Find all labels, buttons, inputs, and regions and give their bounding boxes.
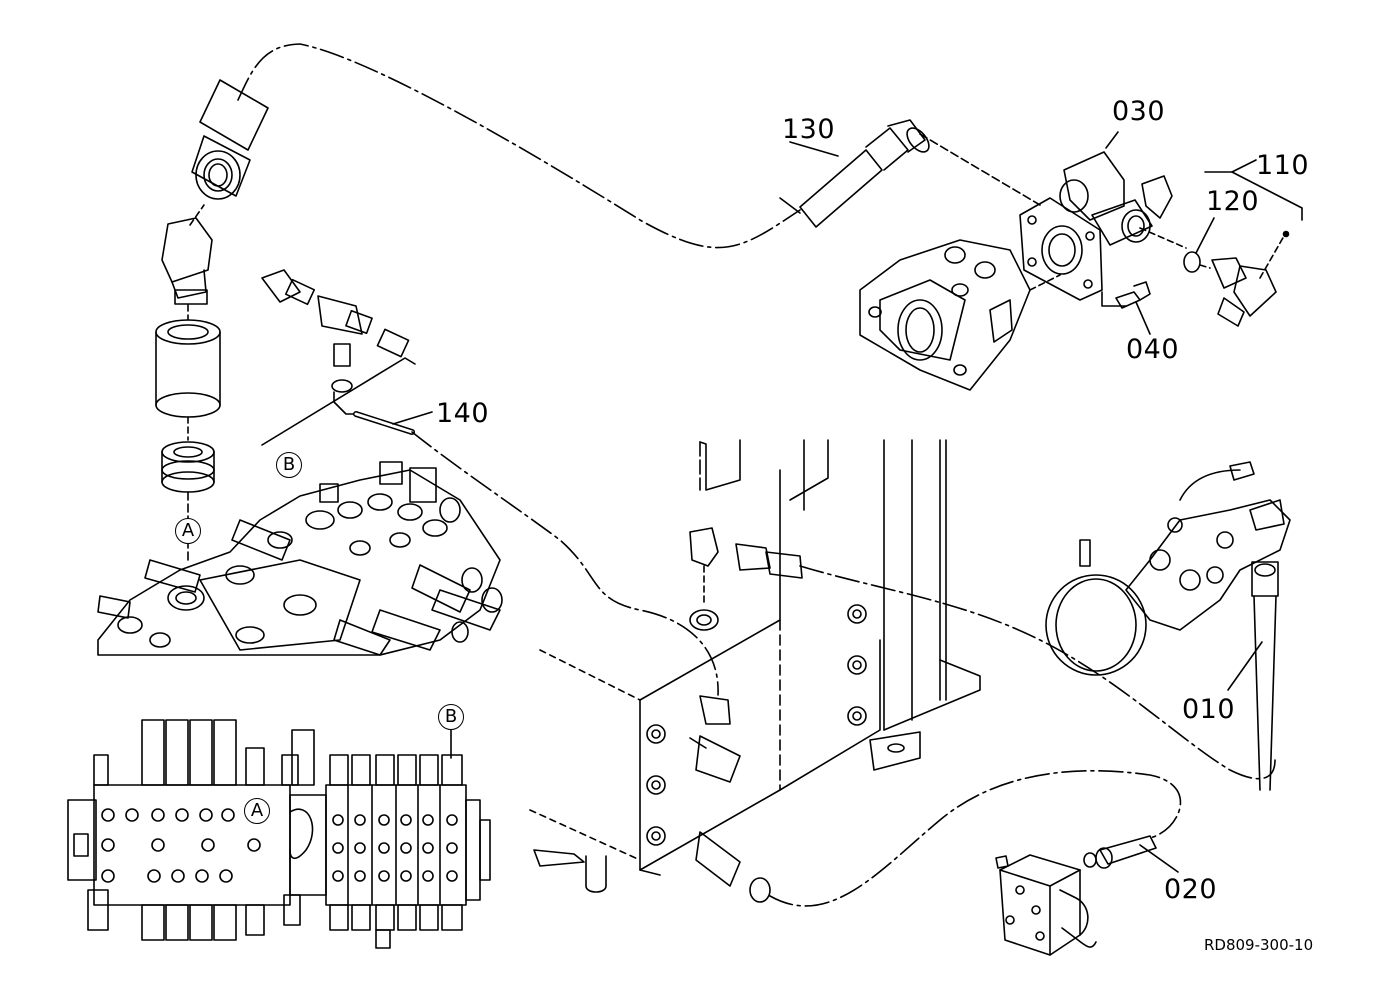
o-ring-120 [1184, 252, 1200, 272]
flange-plate [1020, 198, 1102, 300]
hose-140 [356, 414, 412, 432]
adapter-top-left [162, 442, 214, 492]
elbow-fitting-top-left [162, 218, 212, 304]
part-label-030: 030 [1112, 96, 1166, 127]
leader-030 [1106, 132, 1118, 148]
drawing-number: RD809-300-10 [1204, 936, 1314, 954]
part-label-020: 020 [1164, 874, 1218, 905]
sensor-110 [1212, 232, 1289, 327]
part-label-130: 130 [782, 114, 836, 145]
part-label-120: 120 [1206, 186, 1260, 217]
bracket-040 [1102, 292, 1126, 306]
control-valve-front [68, 720, 490, 948]
leader-040 [1136, 302, 1150, 334]
detail-marker-b: B [276, 452, 302, 478]
control-valve-iso [98, 462, 502, 655]
frame-bracket [530, 440, 980, 892]
part-label-140: 140 [436, 398, 490, 429]
leader-010 [1228, 642, 1262, 690]
hose-end-fitting-top-left [192, 80, 268, 199]
hose-020 [1084, 836, 1156, 868]
leader-110 [1232, 160, 1256, 172]
leader-bracket-b [262, 358, 415, 445]
hose-route-140 [412, 432, 718, 695]
hose-010 [1252, 562, 1278, 790]
hose-route-mid [800, 566, 1275, 779]
part-label-040: 040 [1126, 334, 1180, 365]
hose-route-020 [770, 771, 1180, 906]
leader-020 [1140, 845, 1178, 872]
detail-marker-b-front: B [438, 704, 464, 730]
accumulator-valve [1046, 462, 1290, 675]
small-fittings-cluster [262, 270, 409, 414]
pump-housing [860, 240, 1030, 390]
bracket-110 [1205, 172, 1302, 220]
coupler-top-left [156, 320, 220, 417]
hose-130 [780, 120, 933, 227]
part-label-010: 010 [1182, 694, 1236, 725]
leader-120 [1196, 218, 1214, 253]
elbow-fittings-center [690, 528, 802, 902]
bolt-040 [1116, 282, 1150, 308]
tee-fitting-030 [1060, 152, 1172, 245]
valve-block-bottom [996, 855, 1096, 955]
detail-marker-a: A [175, 518, 201, 544]
part-label-110: 110 [1256, 150, 1310, 181]
leader-140 [393, 412, 432, 424]
detail-marker-a-front: A [244, 798, 270, 824]
hose-route-top [238, 44, 800, 248]
leader-130 [790, 142, 838, 156]
